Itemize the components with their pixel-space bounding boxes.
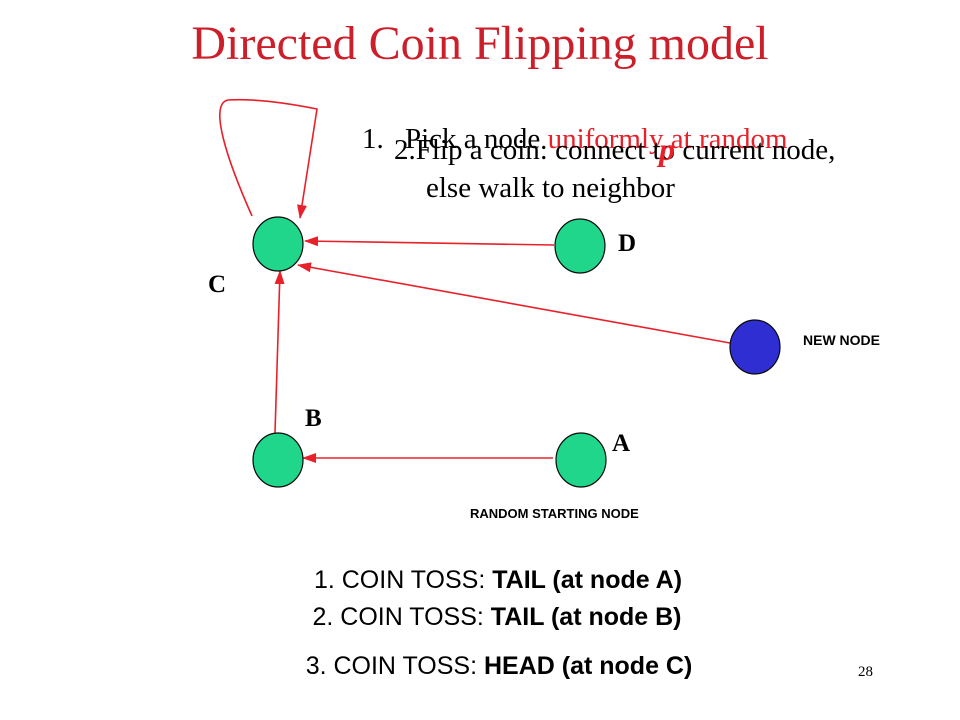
coin-toss-3: 3. COIN TOSS: HEAD (at node C) bbox=[0, 651, 960, 681]
random-start-label: RANDOM STARTING NODE bbox=[470, 506, 639, 521]
node-b bbox=[252, 432, 304, 488]
probability-symbol: p bbox=[659, 131, 675, 167]
coin-toss-2-result: TAIL (at node B) bbox=[490, 603, 682, 631]
node-c bbox=[252, 216, 304, 272]
coin-toss-1: 1. COIN TOSS: TAIL (at node A) bbox=[0, 565, 960, 595]
edge-c-self-loop bbox=[219, 98, 318, 219]
slide-title: Directed Coin Flipping model bbox=[191, 17, 769, 70]
coin-toss-2-prefix: 2. COIN TOSS: bbox=[312, 603, 491, 631]
step-1-highlight: uniformly at random bbox=[547, 123, 788, 155]
edge-d-to-c bbox=[304, 236, 555, 247]
node-d bbox=[554, 218, 606, 274]
step-1-text: Pick a node bbox=[405, 123, 548, 155]
node-new bbox=[729, 319, 781, 375]
step-2-number: 2. bbox=[394, 134, 416, 166]
coin-toss-1-prefix: 1. COIN TOSS: bbox=[313, 566, 493, 594]
step-2-text: Flip a coin: connect to current node, bbox=[415, 134, 836, 166]
node-label-c: C bbox=[208, 271, 227, 298]
page-number: 28 bbox=[858, 664, 873, 680]
node-a bbox=[555, 432, 607, 488]
node-label-a: A bbox=[612, 430, 631, 457]
new-node-label: NEW NODE bbox=[803, 332, 880, 348]
coin-toss-2: 2. COIN TOSS: TAIL (at node B) bbox=[0, 602, 960, 632]
step-2-continuation: else walk to neighbor bbox=[426, 172, 675, 204]
step-1: 1. Pick a node uniformly at random bbox=[362, 122, 788, 156]
edge-b-to-c bbox=[274, 270, 285, 434]
step-2: 2.Flip a coin: connect to current node, bbox=[394, 133, 835, 167]
step-1-number: 1. bbox=[362, 123, 384, 155]
coin-toss-1-result: TAIL (at node A) bbox=[492, 566, 683, 594]
edge-new-to-c bbox=[297, 262, 731, 344]
coin-toss-3-result: HEAD (at node C) bbox=[483, 652, 693, 680]
coin-toss-3-prefix: 3. COIN TOSS: bbox=[305, 652, 484, 680]
node-label-d: D bbox=[618, 230, 637, 257]
node-label-b: B bbox=[305, 405, 322, 432]
